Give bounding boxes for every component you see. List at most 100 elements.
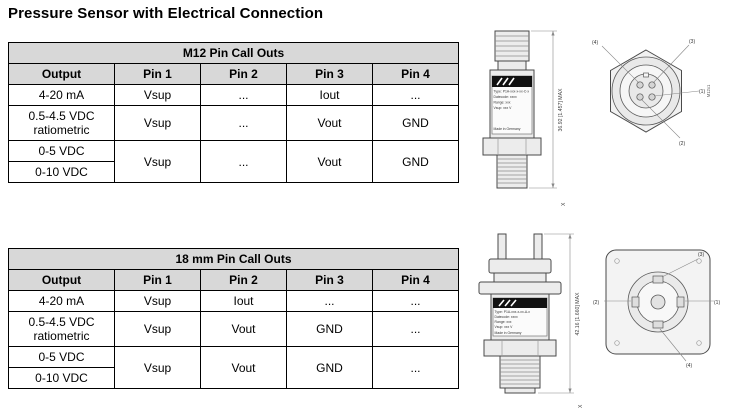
- label-line: Datecode: xxxx: [495, 315, 518, 319]
- table-row: 4-20 mA Vsup Iout ... ...: [8, 290, 459, 312]
- output-cell: 0.5-4.5 VDC ratiometric: [8, 105, 115, 141]
- table-title-row: 18 mm Pin Call Outs: [8, 248, 459, 270]
- pin-cell: ...: [372, 290, 459, 312]
- terminal: [676, 296, 685, 308]
- mm18-pin-callout-table: 18 mm Pin Call Outs Output Pin 1 Pin 2 P…: [8, 248, 459, 389]
- thread-note: X: [561, 202, 567, 206]
- label-line: Type: P1A-xxx-x-xx-A-x: [495, 310, 531, 314]
- pin-cell: Vsup: [114, 290, 201, 312]
- pin-cell: ...: [286, 290, 373, 312]
- table-row: 0-5 VDC Vsup Vout GND ...: [8, 346, 459, 389]
- table-title: 18 mm Pin Call Outs: [8, 248, 459, 270]
- brand-logo-stripes: [498, 299, 517, 307]
- label-line: Made in Germany: [495, 331, 522, 335]
- pin-cell: Vout: [286, 105, 373, 141]
- label-line: Made in Germany: [494, 127, 521, 131]
- pin: [648, 81, 656, 89]
- table-row: 0-10 VDC: [8, 161, 459, 183]
- pin-cell: ...: [200, 140, 287, 183]
- col-header-pin2: Pin 2: [200, 269, 287, 291]
- pin-cell: Vout: [200, 311, 287, 347]
- thread-tip: [504, 387, 536, 394]
- keyway: [643, 72, 649, 78]
- callout-3: (3): [698, 252, 704, 258]
- pin-cell: Vsup: [114, 84, 201, 106]
- terminal: [652, 275, 664, 284]
- pin-cell: Iout: [200, 290, 287, 312]
- table-row: 0-10 VDC: [8, 367, 459, 389]
- table-row: 4-20 mA Vsup ... Iout ...: [8, 84, 459, 106]
- pins: [636, 81, 656, 101]
- pin-cell: GND: [286, 346, 373, 389]
- label-line: Type: P1A-xxx-x-xx-C-x: [494, 90, 530, 94]
- thread-hatch: [495, 35, 529, 184]
- pin-cell: Vout: [286, 140, 373, 183]
- output-cell: 0-10 VDC: [8, 161, 115, 183]
- pin-cell: Vsup: [114, 311, 201, 347]
- col-header-pin2: Pin 2: [200, 63, 287, 85]
- table-title-row: M12 Pin Call Outs: [8, 42, 459, 64]
- page-title: Pressure Sensor with Electrical Connecti…: [8, 5, 324, 22]
- center-pin: [650, 294, 666, 310]
- callout-leaders: [604, 258, 714, 362]
- output-cell: 0.5-4.5 VDC ratiometric: [8, 311, 115, 347]
- pin: [648, 93, 656, 101]
- output-cell: 4-20 mA: [8, 290, 115, 312]
- dimension-lines: [529, 30, 557, 189]
- callout-4: (4): [686, 363, 692, 369]
- pin-cell: Vsup: [114, 105, 201, 141]
- label-line: Range: xxx: [494, 101, 511, 105]
- table-row: 0-5 VDC Vsup ... Vout GND: [8, 140, 459, 183]
- terminal: [652, 320, 664, 329]
- callout-1: (1): [714, 300, 720, 306]
- label-line: Vsup: xxx V: [494, 106, 513, 110]
- pin-cell: GND: [286, 311, 373, 347]
- callout-leaders: [601, 44, 700, 139]
- connector-housing: [493, 272, 547, 283]
- col-header-pin3: Pin 3: [286, 269, 373, 291]
- m12-sensor-side-view: Type: P1A-xxx-x-xx-C-x Datecode: xxxx Ra…: [482, 30, 567, 206]
- pin-cell: Iout: [286, 84, 373, 106]
- callout-2: (2): [679, 141, 685, 147]
- label-line: Range: xxx: [495, 320, 512, 324]
- thread-note: X: [578, 404, 584, 408]
- brand-logo-stripes: [496, 77, 515, 86]
- pin-cell: ...: [372, 311, 459, 347]
- pin-cell: Vsup: [114, 140, 201, 183]
- corner-marks: [614, 258, 702, 346]
- pin: [636, 81, 644, 89]
- pin-cell: Vout: [200, 346, 287, 389]
- col-header-pin4: Pin 4: [372, 269, 459, 291]
- table-row: 0.5-4.5 VDC ratiometric Vsup ... Vout GN…: [8, 105, 459, 141]
- col-header-pin1: Pin 1: [114, 63, 201, 85]
- mm18-connector-face-view: (3) (1) (2) (4): [593, 249, 720, 369]
- dimension-label: 42.16 [1.660] MAX: [575, 292, 581, 336]
- pin-cell: ...: [200, 105, 287, 141]
- table-header-row: Output Pin 1 Pin 2 Pin 3 Pin 4: [8, 63, 459, 85]
- pin-cell: GND: [372, 140, 459, 183]
- callout-1: (1): [699, 89, 705, 95]
- process-thread: [496, 154, 528, 189]
- connector-type-note: M12x1: [706, 84, 711, 97]
- output-cell: 0-10 VDC: [8, 367, 115, 389]
- brand-logo: [493, 298, 547, 308]
- col-header-output: Output: [8, 63, 115, 85]
- pin-cell: ...: [372, 84, 459, 106]
- table-title: M12 Pin Call Outs: [8, 42, 459, 64]
- hex-nut: [482, 137, 542, 156]
- pin: [636, 93, 644, 101]
- label-line: Vsup: xxx V: [495, 325, 514, 329]
- table-header-row: Output Pin 1 Pin 2 Pin 3 Pin 4: [8, 269, 459, 291]
- output-cell: 4-20 mA: [8, 84, 115, 106]
- col-header-pin4: Pin 4: [372, 63, 459, 85]
- callout-4: (4): [592, 40, 598, 46]
- col-header-output: Output: [8, 269, 115, 291]
- m12-pin-callout-table: M12 Pin Call Outs Output Pin 1 Pin 2 Pin…: [8, 42, 459, 183]
- connector-insert: [628, 73, 664, 109]
- pin-cell: ...: [200, 84, 287, 106]
- col-header-pin3: Pin 3: [286, 63, 373, 85]
- m12-connector-face-view: (4) (3) (1) (2) M12x1: [592, 39, 711, 147]
- output-cell: 0-5 VDC: [8, 346, 115, 368]
- product-label: Type: P1A-xxx-x-xx-C-x Datecode: xxxx Ra…: [491, 75, 533, 135]
- spade-terminal: [497, 233, 507, 260]
